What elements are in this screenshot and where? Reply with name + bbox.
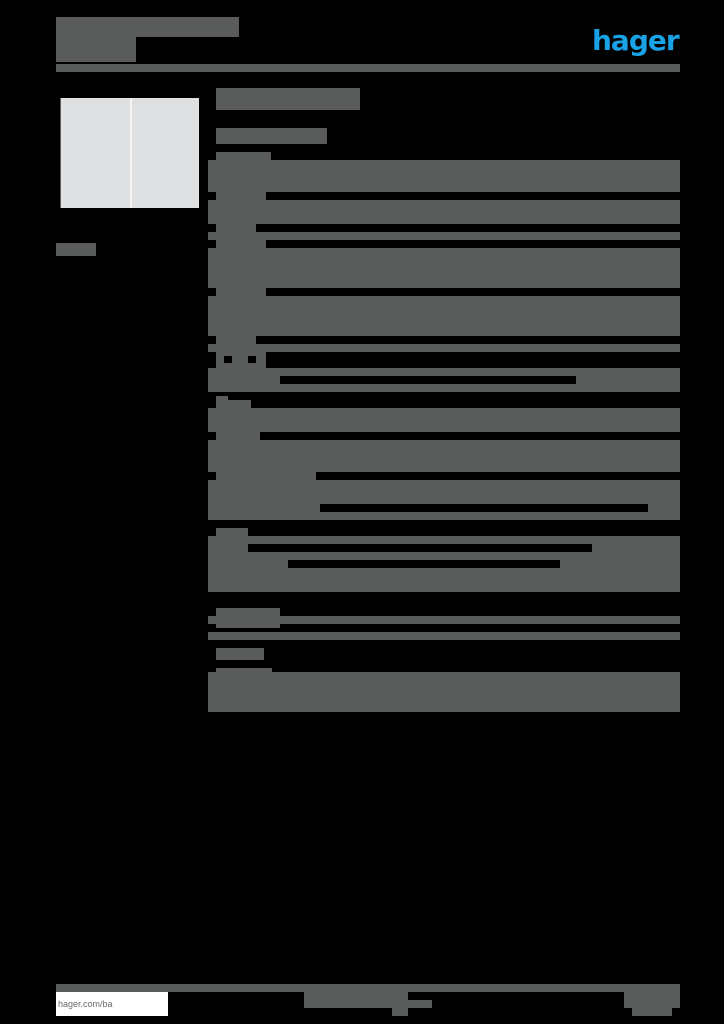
hager-logo[interactable]: hager bbox=[592, 24, 680, 57]
product-code-redacted bbox=[56, 243, 96, 256]
spec-row-redacted bbox=[208, 632, 680, 640]
spec-label-redacted bbox=[216, 648, 264, 660]
redaction-gap bbox=[224, 356, 232, 363]
redaction-gap bbox=[256, 336, 640, 344]
redaction-gap bbox=[153, 38, 165, 46]
spec-row-redacted bbox=[208, 616, 680, 624]
product-heading-redacted bbox=[216, 88, 360, 110]
redaction-gap bbox=[296, 240, 640, 248]
spec-row-redacted bbox=[208, 408, 680, 432]
footer-date-redacted bbox=[632, 1000, 672, 1016]
spec-row-redacted bbox=[208, 296, 680, 336]
spec-row-redacted bbox=[208, 200, 680, 224]
document-subtitle-redacted bbox=[56, 37, 136, 62]
product-subheading-redacted bbox=[216, 128, 327, 144]
spec-row-redacted bbox=[208, 232, 680, 240]
document-title-redacted bbox=[56, 17, 239, 37]
footer-page-info-redacted bbox=[392, 1000, 432, 1008]
redaction-gap bbox=[320, 504, 648, 512]
spec-row-redacted bbox=[208, 672, 680, 712]
redaction-gap bbox=[288, 560, 560, 568]
redaction-gap bbox=[248, 356, 256, 363]
spec-row-redacted bbox=[208, 440, 680, 472]
spec-label-redacted bbox=[216, 668, 272, 672]
header-rule bbox=[56, 64, 680, 72]
rocker-seam bbox=[130, 98, 132, 208]
spec-values-redacted bbox=[208, 160, 680, 192]
redaction-gap bbox=[248, 544, 592, 552]
spec-row-redacted bbox=[208, 344, 680, 352]
redaction-gap bbox=[280, 376, 576, 384]
footer-rule bbox=[56, 984, 680, 992]
product-image bbox=[60, 98, 199, 208]
footer-page-info-redacted bbox=[304, 992, 408, 1008]
spec-row-redacted bbox=[208, 480, 680, 520]
footer-page-info-redacted bbox=[392, 1000, 408, 1016]
website-link[interactable]: hager.com/ba bbox=[56, 992, 168, 1016]
redaction-gap bbox=[256, 224, 648, 232]
spec-row-redacted bbox=[208, 248, 680, 288]
